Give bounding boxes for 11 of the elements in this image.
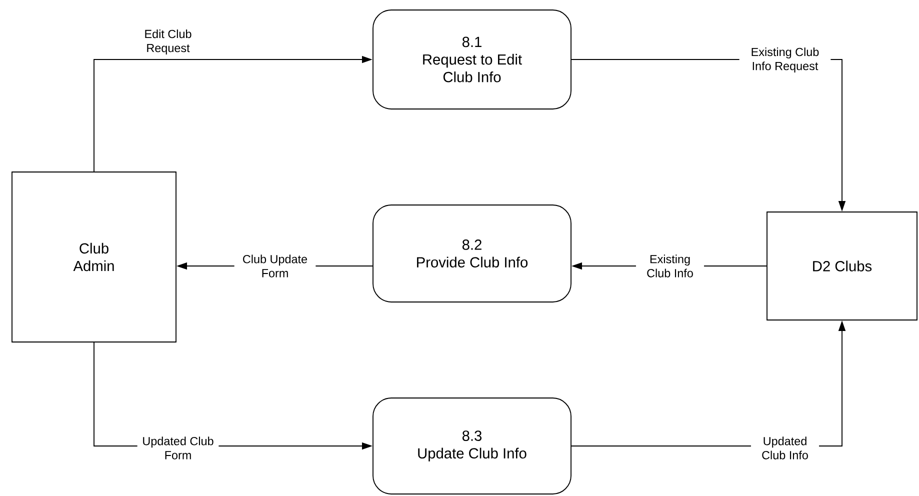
edge-label: Edit Club Request: [134, 27, 202, 57]
process-box: 8.2 Provide Club Info: [372, 204, 572, 302]
data-store-box: D2 Clubs: [766, 212, 918, 320]
edge-label: Club Update Form: [234, 252, 316, 280]
edge-label: Updated Club Form: [137, 434, 219, 462]
process-box: 8.1 Request to Edit Club Info: [372, 10, 572, 110]
edge-label: Existing Club Info Request: [739, 45, 831, 75]
process-box: 8.3 Update Club Info: [372, 398, 572, 494]
external-entity-box: Club Admin: [12, 172, 176, 342]
edge-label: Existing Club Info: [636, 252, 704, 280]
edge-label: Updated Club Info: [751, 434, 820, 462]
